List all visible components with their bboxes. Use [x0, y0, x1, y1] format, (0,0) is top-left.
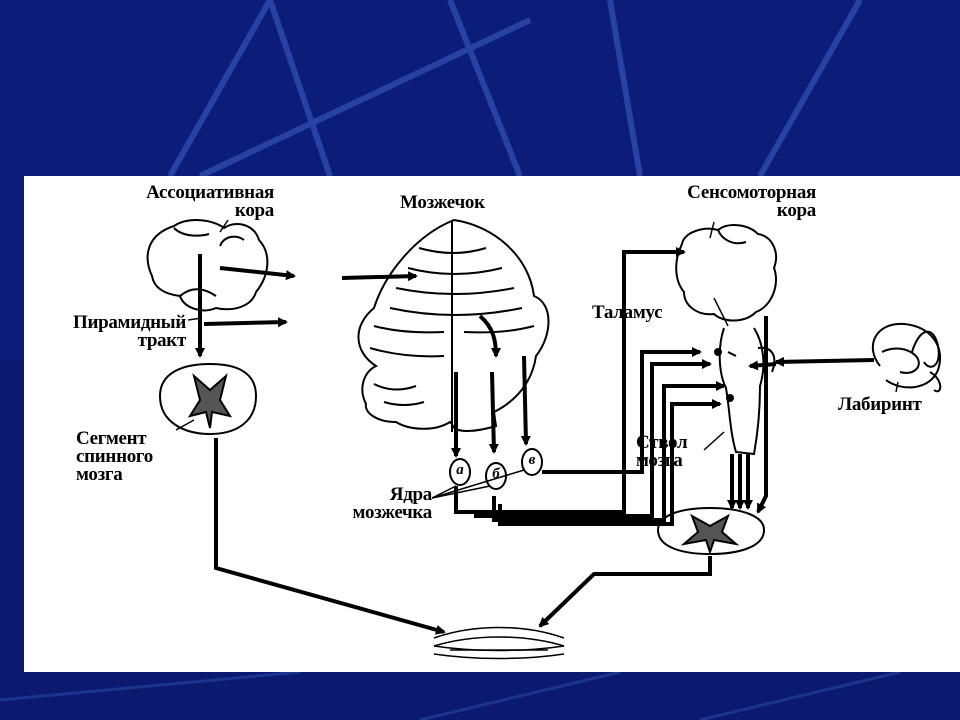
brainstem-drawing	[718, 327, 776, 456]
label-pointers	[175, 219, 899, 451]
diagram-panel: Ассоциативная кора Мозжечок Сенсомоторна…	[24, 176, 960, 672]
muscle-drawing	[433, 626, 565, 660]
brainstem-label: Ствол мозга	[636, 432, 688, 471]
sensorimotor-cortex-brain	[675, 224, 777, 322]
sensorimotor-cortex-label: Сенсомоторная кора	[687, 182, 816, 221]
cerebellum-label: Мозжечок	[400, 192, 485, 213]
nucleus-c-letter: в	[528, 452, 536, 468]
nucleus-a-letter: а	[456, 462, 464, 478]
association-cortex-brain	[146, 219, 269, 312]
labyrinth-label: Лабиринт	[838, 394, 922, 415]
nuclei-label-pointers	[431, 469, 525, 499]
pyramidal-tract-label: Пирамидный тракт	[72, 312, 186, 351]
motor-control-diagram	[146, 218, 942, 660]
labyrinth-drawing	[871, 322, 942, 393]
spinal-segment-label: Сегмент спинного мозга	[76, 428, 153, 485]
cerebellum-drawing	[357, 218, 550, 432]
thalamus-label: Таламус	[592, 302, 663, 323]
nucleus-b-letter: б	[492, 466, 500, 482]
cerebellar-nuclei-label: Ядра мозжечка	[352, 484, 433, 523]
spinal-cord-segment-left	[158, 362, 258, 436]
pathway-arrows	[195, 247, 875, 635]
association-cortex-label: Ассоциативная кора	[146, 182, 274, 221]
spinal-cord-segment-right	[656, 506, 766, 556]
